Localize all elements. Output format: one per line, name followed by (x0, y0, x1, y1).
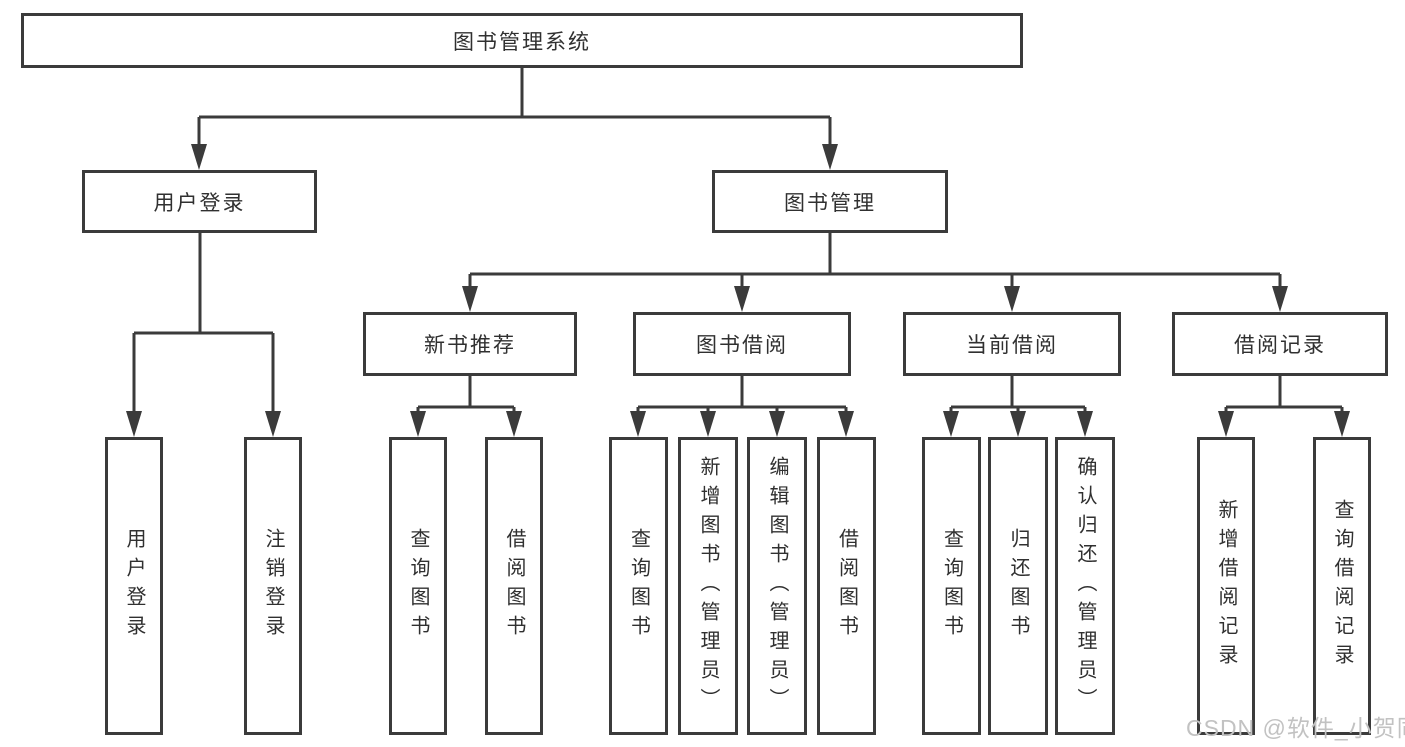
leaf-confirm-return-admin-label: 确认归还（管理员） (1074, 455, 1096, 717)
leaf-logout-label: 注销登录 (262, 528, 284, 644)
leaf-edit-books-admin: 编辑图书（管理员） (747, 437, 807, 735)
node-root: 图书管理系统 (21, 13, 1023, 68)
leaf-borrow-books-recommend: 借阅图书 (485, 437, 543, 735)
leaf-add-books-admin: 新增图书（管理员） (678, 437, 738, 735)
node-current-borrowing-label: 当前借阅 (966, 334, 1058, 357)
node-new-book-recommend-label: 新书推荐 (424, 334, 516, 357)
leaf-edit-books-admin-label: 编辑图书（管理员） (766, 455, 788, 717)
node-current-borrowing: 当前借阅 (903, 312, 1121, 376)
leaf-borrow-books-borrowing: 借阅图书 (817, 437, 876, 735)
leaf-add-borrow-record: 新增借阅记录 (1197, 437, 1255, 735)
leaf-borrow-books-borrowing-label: 借阅图书 (835, 528, 858, 644)
node-borrowing-records-label: 借阅记录 (1234, 334, 1326, 357)
leaf-return-books: 归还图书 (988, 437, 1048, 735)
leaf-add-books-admin-label: 新增图书（管理员） (697, 455, 719, 717)
node-user-login-label: 用户登录 (153, 191, 246, 215)
leaf-confirm-return-admin: 确认归还（管理员） (1055, 437, 1115, 735)
leaf-query-borrow-record-label: 查询借阅记录 (1331, 499, 1353, 673)
leaf-borrow-books-recommend-label: 借阅图书 (503, 528, 525, 644)
node-new-book-recommend: 新书推荐 (363, 312, 577, 376)
leaf-user-login-label: 用户登录 (123, 528, 145, 644)
node-book-borrowing: 图书借阅 (633, 312, 851, 376)
leaf-add-borrow-record-label: 新增借阅记录 (1215, 499, 1237, 673)
leaf-query-books-current: 查询图书 (922, 437, 981, 735)
node-book-management-label: 图书管理 (784, 191, 876, 215)
leaf-query-books-borrowing-label: 查询图书 (627, 528, 650, 644)
leaf-user-login: 用户登录 (105, 437, 163, 735)
leaf-query-borrow-record: 查询借阅记录 (1313, 437, 1371, 735)
node-user-login: 用户登录 (82, 170, 317, 233)
node-borrowing-records: 借阅记录 (1172, 312, 1388, 376)
leaf-query-books-current-label: 查询图书 (940, 528, 963, 644)
node-book-management: 图书管理 (712, 170, 948, 233)
node-book-borrowing-label: 图书借阅 (696, 334, 788, 357)
leaf-query-books-recommend-label: 查询图书 (407, 528, 429, 644)
csdn-watermark: CSDN @软件_小贺同学 (1186, 715, 1405, 741)
leaf-query-books-borrowing: 查询图书 (609, 437, 668, 735)
node-root-label: 图书管理系统 (453, 30, 591, 54)
leaf-logout: 注销登录 (244, 437, 302, 735)
leaf-query-books-recommend: 查询图书 (389, 437, 447, 735)
leaf-return-books-label: 归还图书 (1007, 528, 1029, 644)
